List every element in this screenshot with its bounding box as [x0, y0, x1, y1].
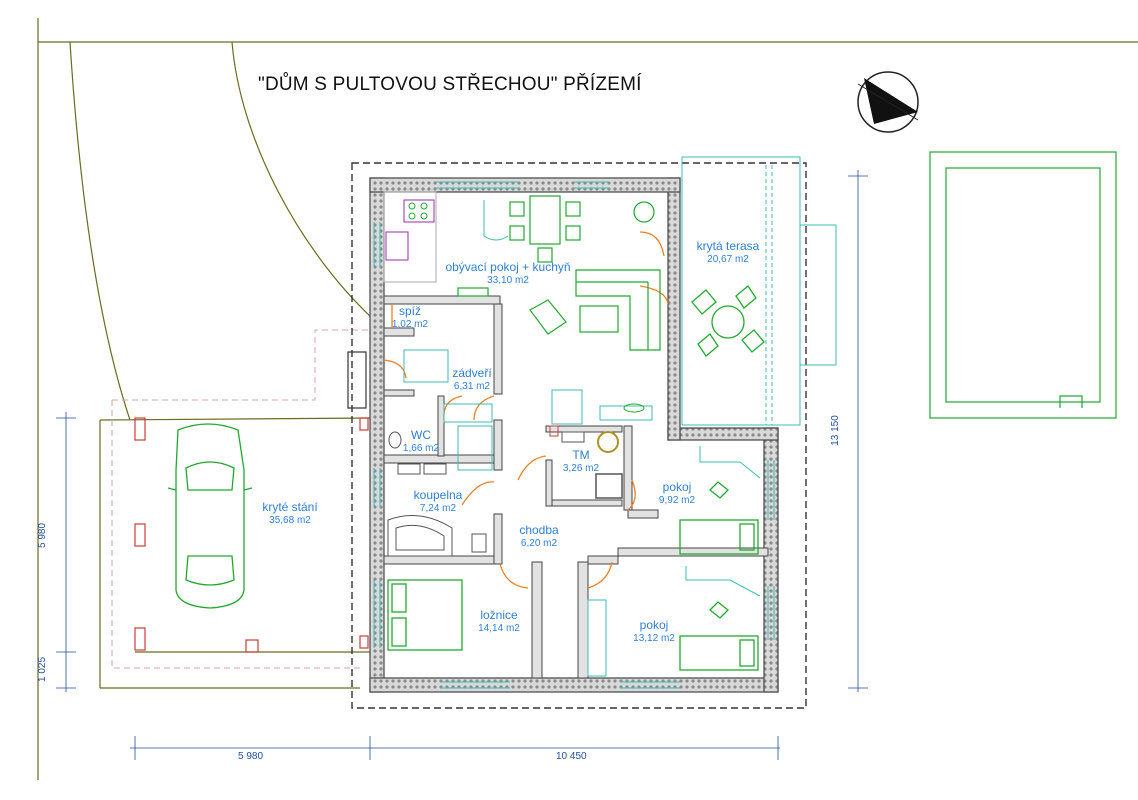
north-arrow-icon [857, 71, 919, 133]
room-area: 9,92 m2 [658, 494, 696, 506]
drawing-title: "DŮM S PULTOVOU STŘECHOU" PŘÍZEMÍ [258, 74, 642, 95]
room-label-room1: pokoj 9,92 m2 [658, 480, 696, 506]
dimension-house-width: 10 450 [556, 751, 587, 762]
pool-outline [929, 151, 1117, 419]
room-area: 14,14 m2 [478, 622, 520, 634]
room-label-tech: TM 3,26 m2 [562, 448, 600, 474]
room-area: 1,66 m2 [402, 442, 440, 454]
entrance-canopy [347, 351, 367, 409]
room-area: 20,67 m2 [707, 253, 749, 265]
room-name: kryté stání [262, 500, 318, 514]
beds [387, 481, 759, 671]
room-area: 6,20 m2 [520, 537, 558, 549]
room-label-bedroom: ložnice 14,14 m2 [478, 608, 520, 634]
car-symbol [167, 423, 253, 609]
dimension-carport-offset: 1 025 [37, 656, 49, 683]
room-name: WC [410, 428, 431, 442]
room-area: 3,26 m2 [562, 462, 600, 474]
room-label-carport: kryté stání 35,68 m2 [262, 500, 318, 526]
room-label-hall: chodba 6,20 m2 [519, 523, 559, 549]
room-label-terrace: krytá terasa 20,67 m2 [696, 239, 760, 265]
room-area: 1,02 m2 [391, 318, 429, 330]
site-boundary [37, 18, 1138, 780]
wardrobes [403, 349, 761, 677]
room-name: pokoj [639, 618, 669, 632]
room-name: spíž [398, 304, 422, 318]
room-name: krytá terasa [696, 239, 760, 253]
terrace-furniture [691, 285, 765, 357]
carport-posts [134, 417, 369, 653]
interior-walls [383, 295, 769, 679]
sofa-and-table [457, 269, 661, 351]
room-label-living: obývací pokoj + kuchyň 33,10 m2 [445, 260, 571, 286]
door-swings [383, 231, 669, 589]
dimension-house-depth: 13 150 [829, 415, 841, 446]
terrace-roof [681, 156, 837, 426]
room-area: 7,24 m2 [419, 502, 457, 514]
house-roof-outline [351, 162, 807, 709]
room-name: chodba [519, 523, 559, 537]
room-label-bathroom: koupelna 7,24 m2 [413, 488, 463, 514]
room-label-entry: zádveří 6,31 m2 [452, 366, 492, 392]
room-name: pokoj [662, 480, 692, 494]
room-name: koupelna [413, 488, 463, 502]
dimension-carport-depth: 5 980 [37, 522, 49, 549]
room-area: 35,68 m2 [269, 514, 311, 526]
carport-roof-outline [111, 329, 370, 669]
room-area: 6,31 m2 [453, 380, 491, 392]
kitchen-furniture [383, 191, 509, 283]
room-label-pantry: spíž 1,02 m2 [391, 304, 429, 330]
room-label-wc: WC 1,66 m2 [402, 428, 440, 454]
tech-room-equipment [549, 389, 653, 499]
room-name: ložnice [480, 608, 518, 622]
bathroom-fixtures [387, 425, 493, 557]
dining-set [509, 195, 655, 263]
room-name: TM [572, 448, 590, 462]
windows [373, 181, 775, 689]
dimension-lines [56, 170, 868, 760]
room-name: zádveří [452, 366, 492, 380]
dimension-carport-width: 5 980 [238, 751, 264, 762]
room-area: 33,10 m2 [487, 274, 529, 286]
room-name: obývací pokoj + kuchyň [445, 260, 571, 274]
room-label-room2: pokoj 13,12 m2 [633, 618, 675, 644]
room-area: 13,12 m2 [633, 632, 675, 644]
